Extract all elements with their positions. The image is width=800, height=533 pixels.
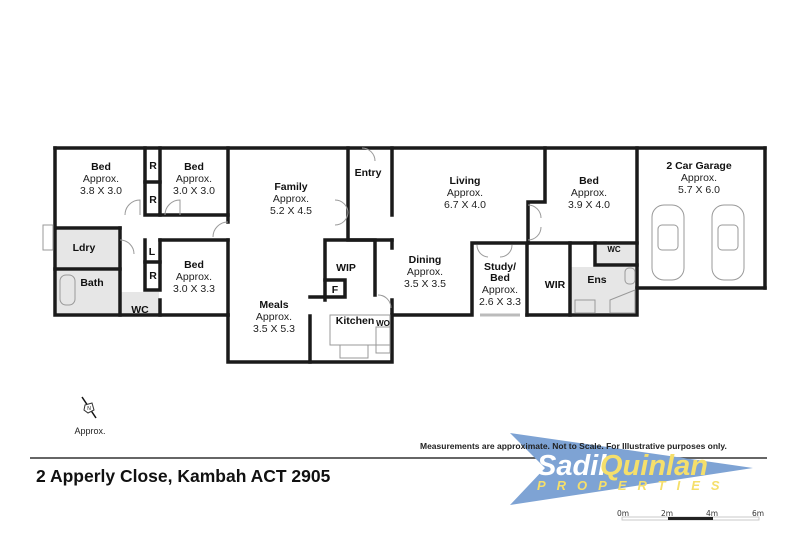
logo: Sadil Quinlan PROPERTIES <box>510 433 753 505</box>
laundry-floor <box>57 230 119 268</box>
svg-text:Dining: Dining <box>409 254 442 266</box>
svg-text:3.9 X 4.0: 3.9 X 4.0 <box>568 199 610 211</box>
car-icons <box>651 204 745 281</box>
property-address: 2 Apperly Close, Kambah ACT 2905 <box>36 466 331 486</box>
svg-text:Approx.: Approx. <box>256 311 292 323</box>
svg-text:Bed: Bed <box>490 272 510 284</box>
room-bed-2: Bed Approx. 3.0 X 3.0 <box>173 161 215 197</box>
linen: L <box>149 246 156 258</box>
scale-tick: 4m <box>706 509 719 518</box>
ensuite-floor <box>571 267 635 313</box>
svg-text:Approx.: Approx. <box>681 172 717 184</box>
svg-text:Approx.: Approx. <box>273 193 309 205</box>
svg-text:2 Car Garage: 2 Car Garage <box>666 160 732 172</box>
room-bed-1: Bed Approx. 3.8 X 3.0 <box>80 161 122 197</box>
room-wc: WC <box>131 304 149 316</box>
svg-text:N: N <box>87 406 91 412</box>
room-meals: Meals Approx. 3.5 X 5.3 <box>253 299 295 335</box>
svg-text:2.6 X 3.3: 2.6 X 3.3 <box>479 296 521 308</box>
svg-text:6.7 X 4.0: 6.7 X 4.0 <box>444 199 486 211</box>
disclaimer: Measurements are approximate. Not to Sca… <box>420 441 727 451</box>
room-entry: Entry <box>355 167 382 179</box>
compass-icon: N Approx. <box>74 396 106 436</box>
scale-bar <box>621 516 760 521</box>
svg-text:Bed: Bed <box>91 161 111 173</box>
wc-floor <box>121 292 159 314</box>
svg-text:Bed: Bed <box>579 175 599 187</box>
svg-text:5.2 X 4.5: 5.2 X 4.5 <box>270 205 312 217</box>
svg-text:3.0 X 3.3: 3.0 X 3.3 <box>173 283 215 295</box>
svg-text:3.0 X 3.0: 3.0 X 3.0 <box>173 185 215 197</box>
svg-text:Approx.: Approx. <box>176 271 212 283</box>
car-icon-1 <box>651 204 685 281</box>
room-study: Study/ Bed Approx. 2.6 X 3.3 <box>479 261 521 308</box>
robe-2: R <box>149 194 157 206</box>
svg-text:3.5 X 5.3: 3.5 X 5.3 <box>253 323 295 335</box>
walls <box>53 146 767 364</box>
svg-text:Study/: Study/ <box>484 261 516 273</box>
room-living: Living Approx. 6.7 X 4.0 <box>444 175 486 211</box>
svg-text:Bed: Bed <box>184 161 204 173</box>
svg-text:PROPERTIES: PROPERTIES <box>537 478 731 493</box>
car-icon-2 <box>711 204 745 281</box>
scale-tick: 2m <box>661 509 674 518</box>
robe-3: R <box>149 270 157 282</box>
robe-1: R <box>149 160 157 172</box>
svg-text:Sadil: Sadil <box>537 450 607 482</box>
room-wir: WIR <box>545 279 566 291</box>
doors <box>119 147 542 309</box>
ensuite-wc-floor <box>597 245 635 264</box>
svg-text:3.5 X 3.5: 3.5 X 3.5 <box>404 278 446 290</box>
room-bath: Bath <box>80 277 103 289</box>
room-bed-3: Bed Approx. 3.0 X 3.3 <box>173 259 215 295</box>
svg-text:Living: Living <box>450 175 481 187</box>
svg-text:Bed: Bed <box>184 259 204 271</box>
svg-text:Family: Family <box>274 181 307 193</box>
fixtures <box>42 224 636 359</box>
bath-floor <box>57 271 119 313</box>
scale-tick: 6m <box>752 509 765 518</box>
scale-tick: 0m <box>617 509 630 518</box>
room-kitchen: Kitchen <box>336 315 375 327</box>
room-wip: WIP <box>336 262 356 274</box>
room-fridge: F <box>332 284 339 296</box>
room-garage: 2 Car Garage Approx. 5.7 X 6.0 <box>666 160 732 196</box>
room-laundry: Ldry <box>73 242 96 254</box>
svg-text:Approx.: Approx. <box>447 187 483 199</box>
room-bed-4: Bed Approx. 3.9 X 4.0 <box>568 175 610 211</box>
svg-text:Quinlan: Quinlan <box>600 450 708 482</box>
svg-text:Approx.: Approx. <box>571 187 607 199</box>
room-dining: Dining Approx. 3.5 X 3.5 <box>404 254 446 290</box>
room-ensuite: Ens <box>587 274 606 286</box>
svg-text:5.7 X 6.0: 5.7 X 6.0 <box>678 184 720 196</box>
svg-text:Approx.: Approx. <box>482 284 518 296</box>
wall-oven-label: WO <box>376 319 390 328</box>
room-family: Family Approx. 5.2 X 4.5 <box>270 181 312 217</box>
svg-text:Approx.: Approx. <box>83 173 119 185</box>
svg-text:3.8 X 3.0: 3.8 X 3.0 <box>80 185 122 197</box>
svg-text:Approx.: Approx. <box>74 426 105 436</box>
svg-text:Approx.: Approx. <box>176 173 212 185</box>
room-ensuite-wc: WC <box>607 245 621 254</box>
svg-text:Approx.: Approx. <box>407 266 443 278</box>
svg-text:Meals: Meals <box>259 299 288 311</box>
